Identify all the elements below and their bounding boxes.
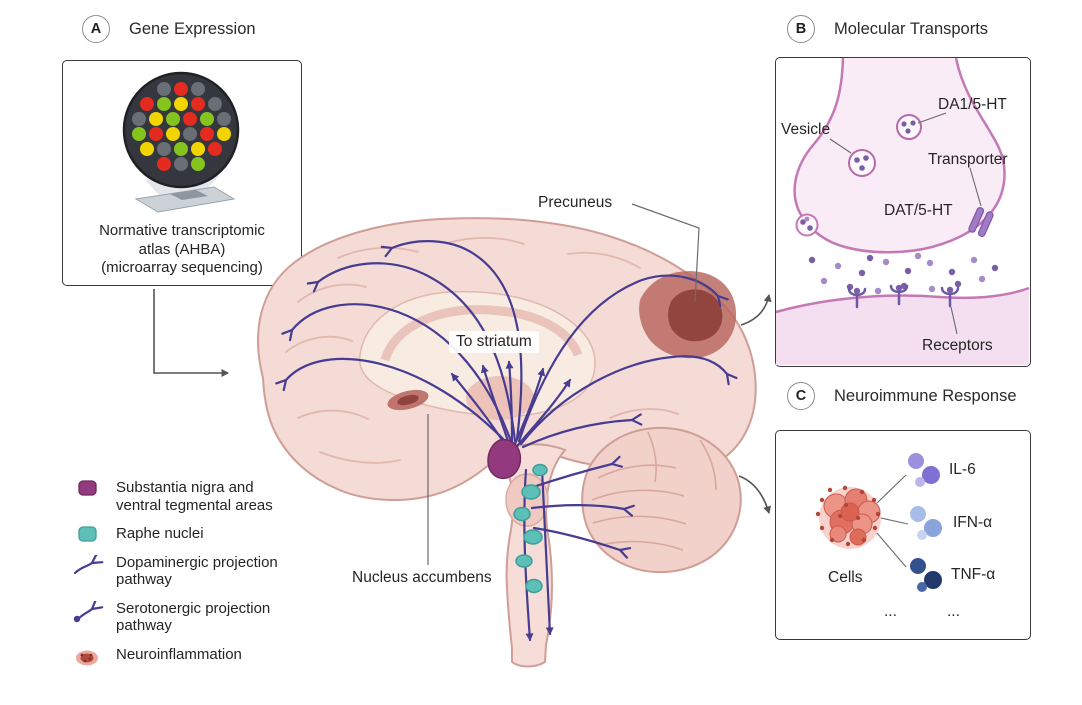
synapse-illustration xyxy=(775,57,1030,365)
legend-item-serotonergic: Serotonergic projection pathway xyxy=(72,600,288,635)
panel-a-header: A Gene Expression xyxy=(82,15,256,43)
to-striatum-label: To striatum xyxy=(449,331,539,353)
neuroinflammation-icon xyxy=(72,646,104,669)
label-leaders xyxy=(427,203,700,565)
panel-a-title: Gene Expression xyxy=(129,19,256,38)
legend-label: Serotonergic projection pathway xyxy=(116,599,271,635)
microarray-spots xyxy=(132,82,231,171)
presynaptic-terminal-fill xyxy=(794,58,1005,253)
postsynaptic-membrane-edge xyxy=(775,286,1030,314)
flow-arrows xyxy=(153,289,772,514)
presynaptic-terminal-edge xyxy=(793,57,1006,254)
cortex-sulci xyxy=(285,237,679,464)
da1-5ht-label: DA1/5-HT xyxy=(938,96,1007,113)
vesicle-2 xyxy=(896,114,922,140)
legend-item-dopaminergic: Dopaminergic projection pathway xyxy=(72,554,288,589)
tnf-dots xyxy=(910,558,942,592)
legend-item-sn-vta: Substantia nigra and ventral tegmental a… xyxy=(72,479,288,514)
panel-a-badge: A xyxy=(82,15,110,43)
panel-c-header: C Neuroimmune Response xyxy=(787,382,1017,410)
sn-vta-nucleus xyxy=(487,438,522,480)
ellipsis-1: ... xyxy=(884,603,897,620)
raphe-nuclei-dots xyxy=(513,463,548,594)
legend-label: Dopaminergic projection pathway xyxy=(116,553,278,589)
arrow-brain-to-c xyxy=(738,475,772,514)
callosum-band xyxy=(380,305,583,362)
synapse-label-leaders xyxy=(829,112,982,335)
microarray-illustration xyxy=(122,71,240,213)
membrane-transporter xyxy=(968,207,994,237)
precuneus-leader xyxy=(631,203,700,303)
panel-b-title: Molecular Transports xyxy=(834,19,989,38)
cell-cluster xyxy=(823,488,881,546)
thalamus xyxy=(466,376,534,420)
cerebellum-folia xyxy=(591,431,717,551)
precuneus-label: Precuneus xyxy=(538,194,613,211)
legend-label: Substantia nigra and ventral tegmental a… xyxy=(116,479,273,514)
legend: Substantia nigra and ventral tegmental a… xyxy=(72,479,288,669)
arrow-a-to-brain xyxy=(153,289,229,377)
brain-illustration xyxy=(257,203,757,668)
cells-label: Cells xyxy=(828,569,863,586)
panel-c-badge: C xyxy=(787,382,815,410)
cytokine-leaders xyxy=(876,474,909,568)
serotonergic-pathway-icon xyxy=(72,600,104,625)
legend-label: Raphe nuclei xyxy=(116,525,204,542)
postsynaptic-membrane-fill xyxy=(776,288,1029,365)
nucleus-accumbens-label: Nucleus accumbens xyxy=(352,569,492,586)
precuneus-inflammation xyxy=(639,271,737,359)
il6-label: IL-6 xyxy=(949,461,976,478)
ifn-alpha-label: IFN-α xyxy=(953,514,993,531)
il6-dots xyxy=(908,453,940,487)
transporter-label: Transporter xyxy=(928,151,1008,168)
dat-5ht-label: DAT/5-HT xyxy=(884,202,953,219)
vesicle-1 xyxy=(848,149,876,177)
ellipsis-2: ... xyxy=(947,603,960,620)
legend-item-neuroinflammation: Neuroinflammation xyxy=(72,646,288,669)
nacc-inflammation xyxy=(387,389,429,411)
vesicle-label: Vesicle xyxy=(781,121,831,138)
neurotransmitter-dots xyxy=(808,252,999,295)
sn-vta-swatch-icon xyxy=(72,479,104,496)
panel-c-title: Neuroimmune Response xyxy=(834,386,1017,405)
receptors xyxy=(847,284,960,309)
cerebellum xyxy=(581,426,742,574)
projection-pathways xyxy=(275,240,738,642)
caption-line-1: Normative transcriptomic xyxy=(99,222,265,239)
tnf-alpha-label: TNF-α xyxy=(951,566,996,583)
legend-label: Neuroinflammation xyxy=(116,645,242,663)
receptors-label: Receptors xyxy=(922,337,993,354)
dopaminergic-pathway-icon xyxy=(72,554,104,579)
raphe-swatch-icon xyxy=(72,525,104,542)
legend-item-raphe: Raphe nuclei xyxy=(72,525,288,543)
caption-line-2: atlas (AHBA) xyxy=(138,240,226,258)
immune-cells-illustration xyxy=(815,453,942,592)
cell-speckles xyxy=(815,485,881,547)
caption-line-3: (microarray sequencing) xyxy=(101,259,263,276)
arrow-brain-to-b xyxy=(740,294,772,326)
ifn-dots xyxy=(910,506,942,540)
panel-c-box xyxy=(775,430,1031,640)
panel-a-caption: Normative transcriptomic atlas (AHBA) (m… xyxy=(64,222,300,278)
panel-b-header: B Molecular Transports xyxy=(787,15,988,43)
panel-b-badge: B xyxy=(787,15,815,43)
to-striatum-arrows xyxy=(450,360,572,448)
